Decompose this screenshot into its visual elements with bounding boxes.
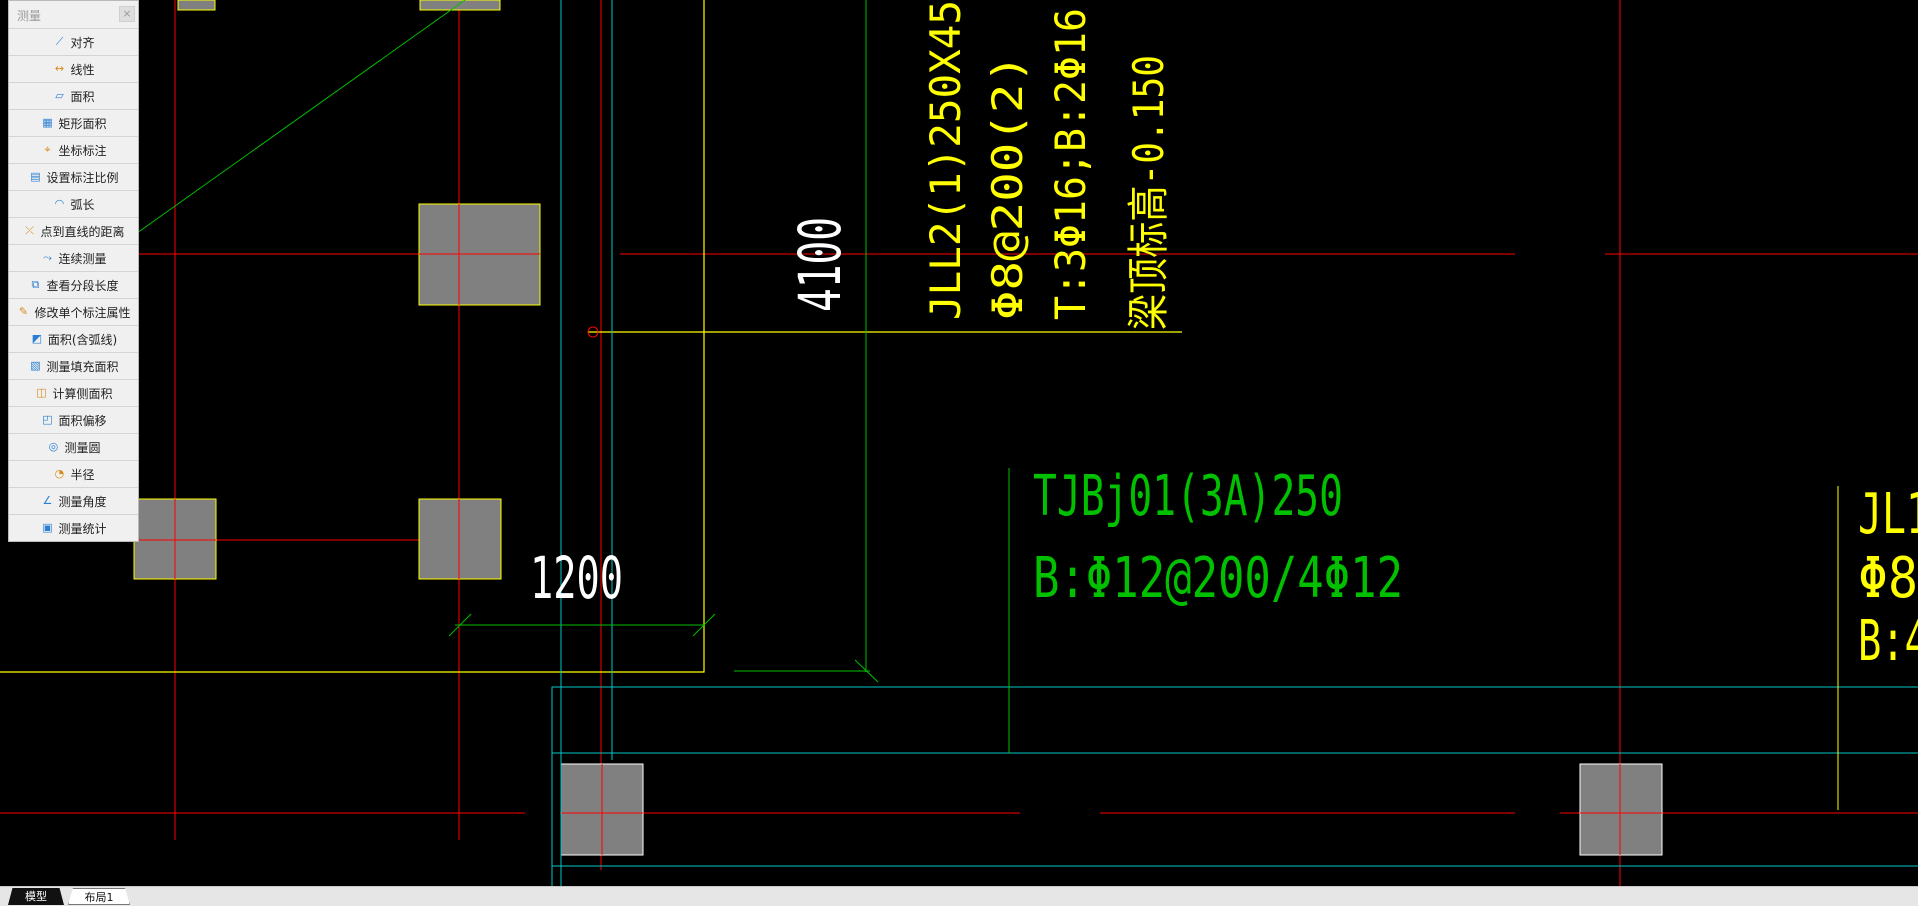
measure-item-label: 设置标注比例 <box>46 170 119 185</box>
measure-item-arc-length[interactable]: ◠ 弧长 <box>9 190 138 217</box>
point-line-icon: ⤫ <box>25 224 34 237</box>
side-area-icon: ◫ <box>36 386 47 399</box>
measure-item-area-offset[interactable]: ◰ 面积偏移 <box>9 406 138 433</box>
insert-marker <box>587 326 599 338</box>
measure-panel: 测量 × ⟋ 对齐 ↔ 线性 ▱ 面积 ▦ 矩形面积 ⌖ 坐标标注 ▤ 设置标注比例 ◠ 弧长 ⤫ 点到直线的… <box>8 0 139 542</box>
columns <box>133 0 1663 856</box>
continuous-measure-icon: ⤳ <box>43 251 52 264</box>
angle-icon: ∠ <box>42 494 53 507</box>
measure-item-label: 连续测量 <box>58 251 107 266</box>
measure-item-label: 测量角度 <box>58 494 107 509</box>
dimension-4100: 4100 <box>786 217 854 312</box>
edit-dimension-icon: ✎ <box>18 305 29 318</box>
column <box>418 498 502 580</box>
coordinate-icon: ⌖ <box>44 143 51 156</box>
measure-item-label: 对齐 <box>70 35 95 50</box>
beam-jll2-line1: JLL2(1)250X45 <box>921 0 970 320</box>
measure-item-label: 半径 <box>70 467 95 482</box>
radius-icon: ◔ <box>54 467 65 480</box>
dimension-1200: 1200 <box>530 544 623 612</box>
jl1-line1: JL1 <box>1858 482 1918 547</box>
tjbj-line2: B:Φ12@200/4Φ12 <box>1033 546 1403 611</box>
measure-item-circle-measure[interactable]: ◎ 测量圆 <box>9 433 138 460</box>
column <box>1579 763 1663 856</box>
jl1-line3: B:4 <box>1858 609 1918 674</box>
jl1-annotation: JL1 Φ8 B:4 <box>1858 482 1918 674</box>
aligned-dimension-icon: ⟋ <box>55 35 64 48</box>
segment-length-icon: ⧉ <box>31 278 40 291</box>
measure-item-scale[interactable]: ▤ 设置标注比例 <box>9 163 138 190</box>
measure-item-label: 坐标标注 <box>58 143 107 158</box>
measure-item-radius[interactable]: ◔ 半径 <box>9 460 138 487</box>
rect-area-icon: ▦ <box>42 116 53 129</box>
statistics-icon: ▣ <box>42 521 53 534</box>
foundation-outline <box>0 0 1182 673</box>
circle-measure-icon: ◎ <box>48 440 59 453</box>
scale-icon: ▤ <box>30 170 41 183</box>
area-icon: ▱ <box>55 89 64 102</box>
measure-item-hatch-area[interactable]: ▧ 测量填充面积 <box>9 352 138 379</box>
measure-item-point-line[interactable]: ⤫ 点到直线的距离 <box>9 217 138 244</box>
measure-item-label: 矩形面积 <box>58 116 107 131</box>
beam-jll2-line2: Φ8@200(2) <box>983 54 1032 320</box>
measure-item-area[interactable]: ▱ 面积 <box>9 82 138 109</box>
tjbj-annotation: TJBj01(3A)250 B:Φ12@200/4Φ12 <box>1033 464 1403 611</box>
beam-jll2-line4: 梁顶标高-0.150 <box>1124 55 1173 330</box>
measure-item-label: 面积 <box>70 89 95 104</box>
jl1-line2: Φ8 <box>1858 546 1918 611</box>
measure-item-label: 查看分段长度 <box>46 278 119 293</box>
measure-item-label: 弧长 <box>70 197 95 212</box>
measure-item-coordinate[interactable]: ⌖ 坐标标注 <box>9 136 138 163</box>
measure-item-label: 点到直线的距离 <box>40 224 125 239</box>
linear-dimension-icon: ↔ <box>54 62 65 75</box>
beam-jll2-annotation: JLL2(1)250X45 Φ8@200(2) T:3Φ16;B:2Φ16 梁顶… <box>921 0 1173 330</box>
arc-area-icon: ◩ <box>31 332 43 345</box>
tab-layout1[interactable]: 布局1 <box>68 888 130 905</box>
measure-item-label: 测量统计 <box>58 521 107 536</box>
beam-jll2-line3: T:3Φ16;B:2Φ16 <box>1046 8 1095 320</box>
measure-item-label: 测量圆 <box>64 440 101 455</box>
arc-length-icon: ◠ <box>54 197 65 210</box>
measure-item-label: 测量填充面积 <box>46 359 119 374</box>
measure-panel-titlebar[interactable]: 测量 × <box>9 1 138 28</box>
measure-item-linear-dimension[interactable]: ↔ 线性 <box>9 55 138 82</box>
measure-item-aligned-dimension[interactable]: ⟋ 对齐 <box>9 28 138 55</box>
column <box>177 0 216 11</box>
dimension-lines <box>129 0 1010 753</box>
measure-item-segment-length[interactable]: ⧉ 查看分段长度 <box>9 271 138 298</box>
column <box>419 0 501 11</box>
measure-item-rect-area[interactable]: ▦ 矩形面积 <box>9 109 138 136</box>
measure-item-edit-dimension[interactable]: ✎ 修改单个标注属性 <box>9 298 138 325</box>
measure-item-label: 计算侧面积 <box>52 386 113 401</box>
layout-tab-bar: 模型 布局1 <box>0 886 1918 906</box>
measure-item-statistics[interactable]: ▣ 测量统计 <box>9 514 138 541</box>
close-icon[interactable]: × <box>119 6 135 22</box>
measure-item-continuous-measure[interactable]: ⤳ 连续测量 <box>9 244 138 271</box>
measure-item-angle[interactable]: ∠ 测量角度 <box>9 487 138 514</box>
area-offset-icon: ◰ <box>42 413 53 426</box>
measure-item-arc-area[interactable]: ◩ 面积(含弧线) <box>9 325 138 352</box>
measure-item-label: 修改单个标注属性 <box>34 305 131 320</box>
tab-model[interactable]: 模型 <box>8 888 64 905</box>
tjbj-line1: TJBj01(3A)250 <box>1033 464 1343 529</box>
measure-item-label: 面积偏移 <box>58 413 107 428</box>
measure-item-label: 线性 <box>70 62 95 77</box>
measure-item-label: 面积(含弧线) <box>47 332 118 347</box>
beam-lines <box>551 0 1918 886</box>
hatch-area-icon: ▧ <box>30 359 41 372</box>
measure-panel-title: 测量 <box>17 9 42 23</box>
measure-item-side-area[interactable]: ◫ 计算侧面积 <box>9 379 138 406</box>
